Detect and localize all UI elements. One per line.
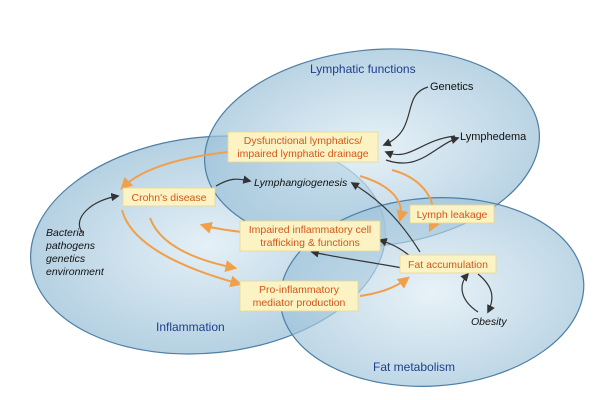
- box-lymph-leakage: Lymph leakage: [409, 204, 495, 224]
- arrow-environment-to-crohns: [78, 192, 120, 233]
- factor-genetics-env: genetics: [46, 253, 86, 265]
- box-dysfunctional: Dysfunctional lymphatics/ impaired lymph…: [227, 131, 379, 163]
- factor-obesity: Obesity: [471, 316, 507, 328]
- arrow-fat-to-pro-inflammatory: [310, 249, 403, 269]
- cycle-arrow-top: [391, 169, 440, 233]
- arrow-fat-to-lymphangiogenesis: [350, 182, 421, 253]
- box-pro-inflammatory-line1: Pro-inflammatory: [259, 284, 340, 296]
- influence-arrows: [78, 86, 495, 314]
- factor-genetics: Genetics: [430, 81, 474, 93]
- arrow-crohns-lymphangiogenesis: [215, 175, 252, 187]
- factor-lymphangiogenesis: Lymphangiogenesis: [254, 177, 348, 189]
- box-impaired-line1: Impaired inflammatory cell: [249, 224, 372, 236]
- arrow-dysfunction-lymphedema: [385, 135, 460, 164]
- box-dysfunctional-line1: Dysfunctional lymphatics/: [244, 135, 363, 147]
- venn-ellipses: [30, 48, 585, 387]
- cycle-arrow-inner-left: [199, 222, 243, 234]
- cycle-arrows: [120, 151, 440, 297]
- factor-bacteria: Bacteria: [46, 227, 85, 239]
- region-label-inflammation: Inflammation: [156, 320, 225, 334]
- cycle-arrow-left: [121, 209, 243, 288]
- box-impaired-cell: Impaired inflammatory cell trafficking &…: [239, 220, 381, 252]
- box-fat-accumulation-label: Fat accumulation: [408, 259, 488, 271]
- cycle-arrow-top-left: [120, 151, 229, 190]
- factor-pathogens: pathogens: [45, 240, 96, 252]
- cycle-arrow-inner-bottom: [149, 217, 238, 272]
- box-impaired-line2: trafficking & functions: [260, 237, 360, 249]
- box-crohns-label: Crohn's disease: [132, 192, 207, 204]
- box-dysfunctional-line2: impaired lymphatic drainage: [237, 148, 368, 160]
- box-crohns: Crohn's disease: [122, 187, 216, 207]
- box-pro-inflammatory-line2: mediator production: [253, 297, 346, 309]
- region-label-fat: Fat metabolism: [373, 360, 455, 374]
- arrow-fat-obesity-down: [477, 273, 495, 314]
- cycle-arrow-inner-top: [359, 175, 409, 223]
- arrow-genetics-to-dysfunction: [382, 86, 429, 147]
- arrow-obesity-fat-up: [460, 272, 479, 313]
- box-fat-accumulation: Fat accumulation: [399, 254, 497, 274]
- region-label-lymphatic: Lymphatic functions: [310, 62, 416, 76]
- factor-lymphedema: Lymphedema: [460, 131, 527, 143]
- box-pro-inflammatory: Pro-inflammatory mediator production: [239, 280, 359, 312]
- factor-environment: environment: [46, 266, 105, 278]
- arrow-lymphedema-dysfunction: [384, 135, 456, 159]
- cycle-arrow-bottom: [359, 276, 410, 297]
- factor-environment-list: Bacteria pathogens genetics environment: [45, 227, 105, 278]
- arrow-fat-to-impaired-cell: [378, 238, 411, 257]
- box-lymph-leakage-label: Lymph leakage: [417, 209, 488, 221]
